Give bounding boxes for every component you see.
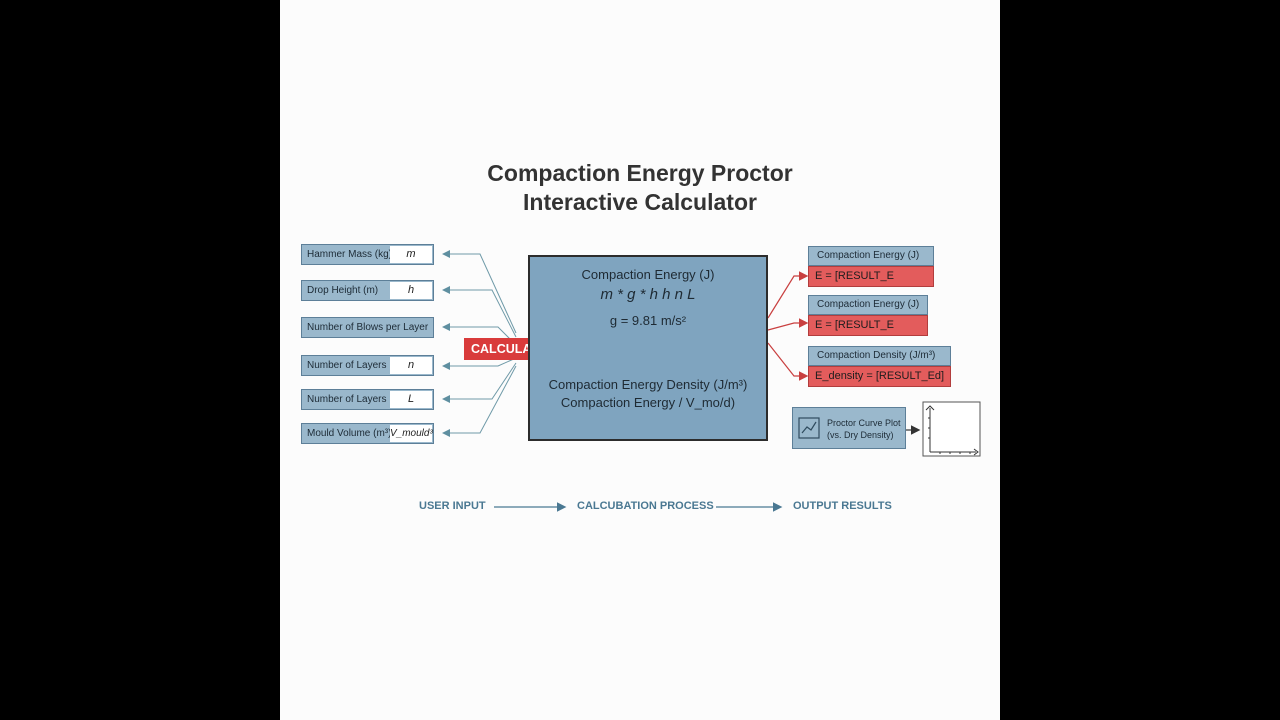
- hammer-mass-label: Hammer Mass (kg): [307, 249, 393, 260]
- output-energy-1: Compaction Energy (J) E = [RESULT_E: [808, 246, 934, 287]
- mould-volume-label: Mould Volume (m³): [307, 428, 392, 439]
- mould-volume-input[interactable]: V_mould³: [390, 425, 433, 442]
- line-chart-icon: [798, 417, 820, 439]
- calculation-process-box: Compaction Energy (J) m * g * h h n L g …: [528, 255, 768, 441]
- output-density: Compaction Density (J/m³) E_density = [R…: [808, 346, 951, 387]
- proctor-curve-plot-button[interactable]: Proctor Curve Plot (vs. Dry Density): [792, 407, 906, 449]
- output-energy-2-result: E = [RESULT_E: [808, 315, 928, 336]
- number-of-layers-L-label: Number of Layers: [307, 394, 387, 405]
- number-of-layers-input[interactable]: n: [390, 357, 432, 374]
- blows-per-layer-label: Number of Blows per Layer: [307, 322, 429, 333]
- connector-lines: [442, 250, 981, 512]
- number-of-layers-field[interactable]: Number of Layers n: [301, 355, 434, 376]
- density-formula: Compaction Energy / V_mo/d): [560, 395, 736, 410]
- plot-title: Proctor Curve Plot: [827, 418, 901, 428]
- output-density-label: Compaction Density (J/m³): [808, 346, 951, 366]
- hammer-mass-input[interactable]: m: [390, 246, 432, 263]
- calculate-label: CALCULATE: [471, 342, 547, 356]
- blows-per-layer-input[interactable]: [390, 319, 432, 336]
- plot-subtitle: (vs. Dry Density): [827, 430, 894, 440]
- number-of-layers-L-input[interactable]: L: [390, 391, 432, 408]
- energy-formula: m * g * h h n L: [600, 286, 696, 303]
- number-of-layers-label: Number of Layers: [307, 360, 387, 371]
- output-energy-1-result: E = [RESULT_E: [808, 266, 934, 287]
- flow-step-output: OUTPUT RESULTS: [793, 500, 892, 512]
- hammer-mass-field[interactable]: Hammer Mass (kg) m: [301, 244, 434, 265]
- energy-title: Compaction Energy (J): [581, 267, 715, 282]
- output-density-result: E_density = [RESULT_Ed]: [808, 366, 951, 387]
- title-line-1: Compaction Energy Proctor: [487, 160, 793, 186]
- flow-step-user-input: USER INPUT: [419, 500, 486, 512]
- density-title: Compaction Energy Density (J/m³): [548, 377, 748, 392]
- output-energy-2-label: Compaction Energy (J): [808, 295, 928, 315]
- output-energy-1-label: Compaction Energy (J): [808, 246, 934, 266]
- mould-volume-field[interactable]: Mould Volume (m³) V_mould³: [301, 423, 434, 444]
- blows-per-layer-field[interactable]: Number of Blows per Layer: [301, 317, 434, 338]
- title-line-2: Interactive Calculator: [523, 189, 757, 215]
- proctor-plot-thumbnail: [922, 401, 981, 457]
- drop-height-label: Drop Height (m): [307, 285, 379, 296]
- number-of-layers-L-field[interactable]: Number of Layers L: [301, 389, 434, 410]
- diagram-canvas: Compaction Energy Proctor Interactive Ca…: [280, 0, 1000, 720]
- output-energy-2: Compaction Energy (J) E = [RESULT_E: [808, 295, 928, 336]
- drop-height-input[interactable]: h: [390, 282, 432, 299]
- drop-height-field[interactable]: Drop Height (m) h: [301, 280, 434, 301]
- gravity-constant: g = 9.81 m/s²: [609, 313, 687, 328]
- flow-step-calculation: CALCUBATION PROCESS: [577, 500, 714, 512]
